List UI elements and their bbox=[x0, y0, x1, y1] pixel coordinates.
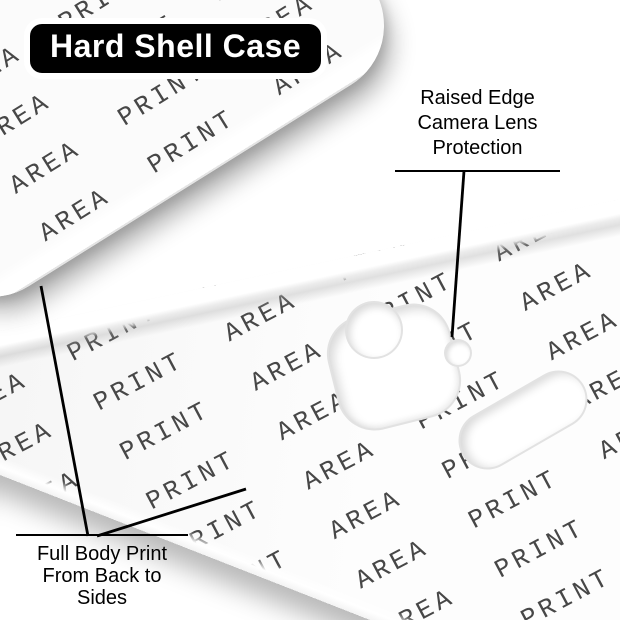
fullbody-annotation-line: Sides bbox=[76, 587, 128, 609]
camera-annotation-line: Camera Lens bbox=[417, 112, 538, 134]
fullbody-annotation-line: From Back to bbox=[42, 565, 162, 587]
product-title-badge: Hard Shell Case bbox=[24, 18, 328, 79]
camera-annotation-line: Protection bbox=[432, 137, 523, 159]
camera-lens-hole bbox=[347, 303, 401, 357]
flash-hole bbox=[446, 341, 470, 365]
fullbody-annotation: Full Body Print From Back to Sides bbox=[16, 534, 188, 609]
camera-annotation-line: Raised Edge bbox=[420, 87, 535, 109]
camera-annotation: Raised Edge Camera Lens Protection bbox=[395, 86, 560, 172]
fullbody-annotation-line: Full Body Print bbox=[36, 543, 168, 565]
